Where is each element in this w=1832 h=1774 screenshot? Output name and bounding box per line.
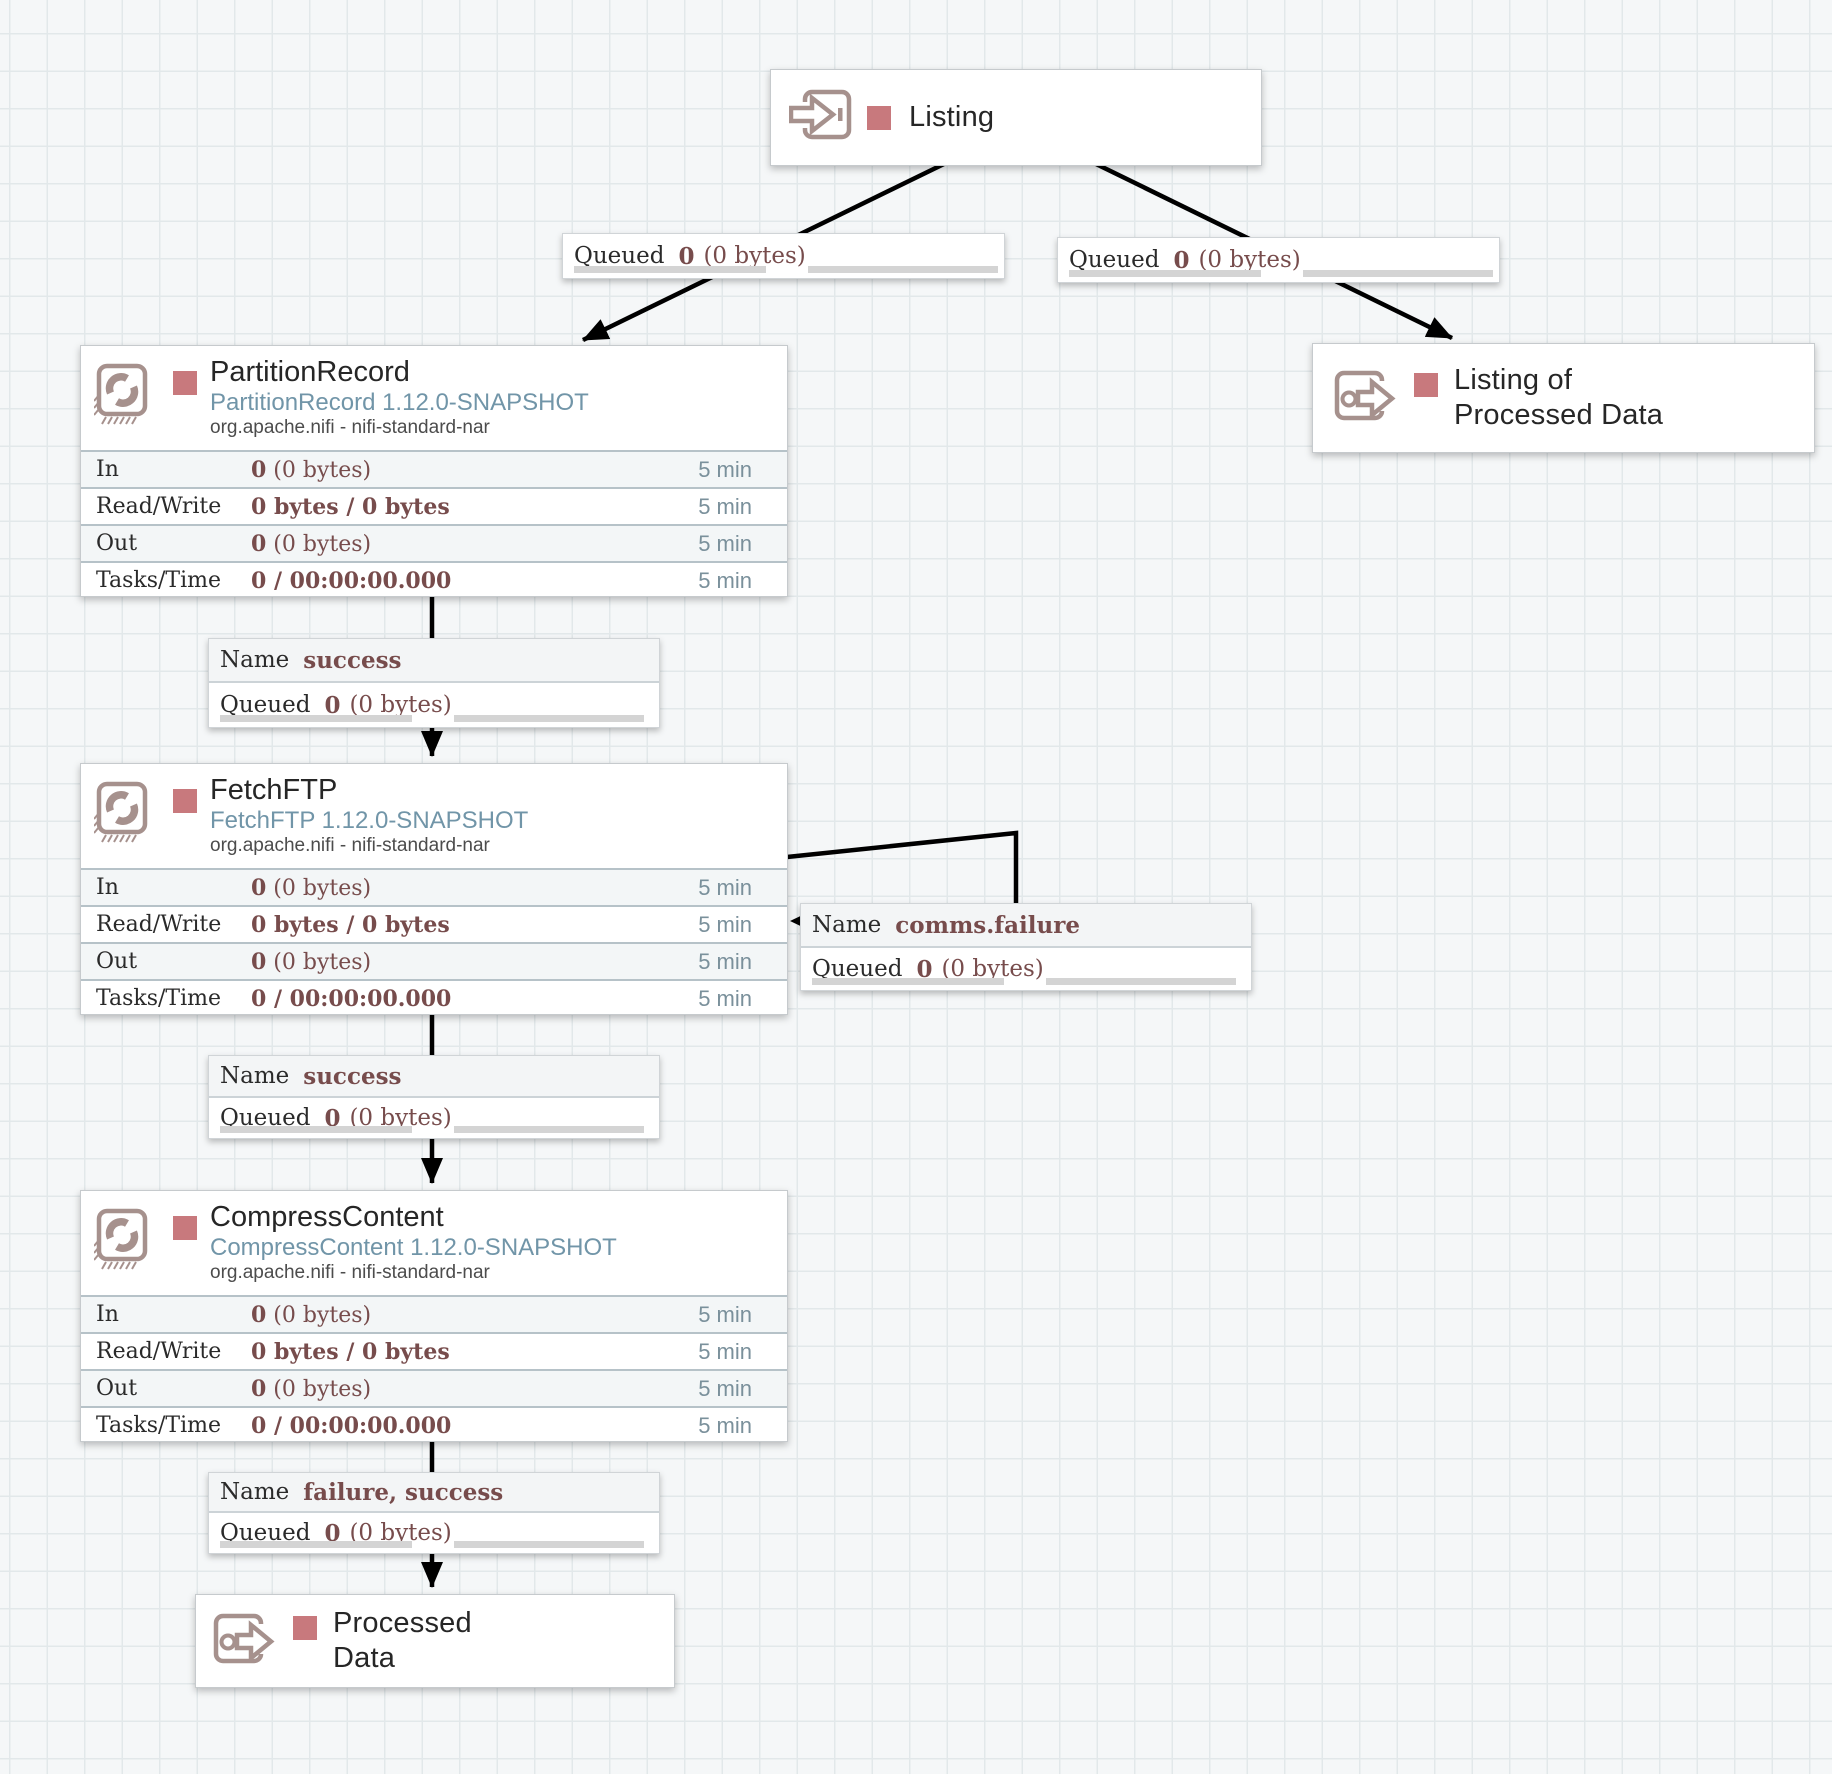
queued-count-bar <box>220 1126 412 1133</box>
stat-row-in: In 0 (0 bytes) 5 min <box>81 868 787 905</box>
stat-row-out: Out 0 (0 bytes) 5 min <box>81 942 787 979</box>
output-port-processed-data[interactable]: Processed Data <box>195 1594 675 1688</box>
relationship-name: failure, success <box>303 1478 504 1506</box>
processor-bundle: org.apache.nifi - nifi-standard-nar <box>210 835 490 856</box>
stat-row-out: Out 0 (0 bytes) 5 min <box>81 524 787 561</box>
connection-label-success-2[interactable]: Name success Queued 0 (0 bytes) <box>208 1055 660 1139</box>
queued-size: (0 bytes) <box>1198 247 1301 273</box>
stat-row-read-write: Read/Write 0 bytes / 0 bytes 5 min <box>81 1332 787 1369</box>
stopped-status-icon <box>173 1216 197 1240</box>
queued-count-bar <box>1069 270 1261 277</box>
stat-row-tasks-time: Tasks/Time 0 / 00:00:00.000 5 min <box>81 1406 787 1443</box>
processor-name: FetchFTP <box>210 774 338 806</box>
queued-label: Queued <box>812 956 903 982</box>
name-label: Name <box>220 1479 290 1505</box>
stat-row-read-write: Read/Write 0 bytes / 0 bytes 5 min <box>81 905 787 942</box>
processor-version: FetchFTP 1.12.0-SNAPSHOT <box>210 807 529 834</box>
output-port-icon <box>1334 369 1398 428</box>
stopped-status-icon <box>173 371 197 395</box>
connection-label-success-1[interactable]: Name success Queued 0 (0 bytes) <box>208 638 660 728</box>
processor-icon <box>93 1207 150 1278</box>
queued-label: Queued <box>574 243 665 269</box>
queued-count: 0 <box>916 955 933 983</box>
processor-name: CompressContent <box>210 1201 444 1233</box>
processor-partitionrecord[interactable]: PartitionRecord PartitionRecord 1.12.0-S… <box>80 345 788 597</box>
queued-size-bar <box>1046 978 1236 985</box>
connection-label-failure-success[interactable]: Name failure, success Queued 0 (0 bytes) <box>208 1472 660 1554</box>
stopped-status-icon <box>1414 373 1438 397</box>
connection-label-queued-right[interactable]: Queued 0 (0 bytes) <box>1057 237 1500 283</box>
queued-count: 0 <box>324 1519 341 1547</box>
queued-count: 0 <box>678 242 695 270</box>
port-name: Processed Data <box>333 1607 472 1674</box>
queued-label: Queued <box>220 692 311 718</box>
stat-row-tasks-time: Tasks/Time 0 / 00:00:00.000 5 min <box>81 561 787 598</box>
processor-name: PartitionRecord <box>210 356 410 388</box>
relationship-name: comms.failure <box>895 911 1080 939</box>
queued-size: (0 bytes) <box>941 956 1044 982</box>
queued-count: 0 <box>1173 246 1190 274</box>
queued-size-bar <box>1303 270 1493 277</box>
processor-compresscontent[interactable]: CompressContent CompressContent 1.12.0-S… <box>80 1190 788 1442</box>
stopped-status-icon <box>293 1616 317 1640</box>
connection-label-queued-left[interactable]: Queued 0 (0 bytes) <box>562 233 1005 279</box>
processor-bundle: org.apache.nifi - nifi-standard-nar <box>210 1262 490 1283</box>
queued-count: 0 <box>324 691 341 719</box>
relationship-name: success <box>303 1062 402 1090</box>
input-port-listing[interactable]: Listing <box>770 69 1262 166</box>
stat-row-tasks-time: Tasks/Time 0 / 00:00:00.000 5 min <box>81 979 787 1016</box>
queued-count-bar <box>812 978 1004 985</box>
processor-fetchftp[interactable]: FetchFTP FetchFTP 1.12.0-SNAPSHOT org.ap… <box>80 763 788 1015</box>
port-name: Listing <box>909 101 995 133</box>
queued-size: (0 bytes) <box>703 243 806 269</box>
connection-fetchftp-self-loop[interactable] <box>786 830 1019 904</box>
processor-icon <box>93 362 150 433</box>
port-name: Listing of Processed Data <box>1454 364 1664 431</box>
processor-version: CompressContent 1.12.0-SNAPSHOT <box>210 1234 617 1261</box>
processor-icon <box>93 780 150 851</box>
output-port-icon <box>213 1612 277 1671</box>
queued-count-bar <box>574 266 766 273</box>
queued-size-bar <box>808 266 998 273</box>
name-label: Name <box>220 1063 290 1089</box>
output-port-listing-of-processed-data[interactable]: Listing of Processed Data <box>1312 343 1815 453</box>
stat-row-out: Out 0 (0 bytes) 5 min <box>81 1369 787 1406</box>
stopped-status-icon <box>867 105 891 130</box>
processor-version: PartitionRecord 1.12.0-SNAPSHOT <box>210 389 589 416</box>
queued-size-bar <box>454 1126 644 1133</box>
name-label: Name <box>812 912 882 938</box>
stopped-status-icon <box>173 789 197 813</box>
input-port-icon <box>788 88 853 147</box>
stat-row-in: In 0 (0 bytes) 5 min <box>81 1295 787 1332</box>
stat-row-in: In 0 (0 bytes) 5 min <box>81 450 787 487</box>
queued-count-bar <box>220 1541 412 1548</box>
queued-count: 0 <box>324 1104 341 1132</box>
queued-size: (0 bytes) <box>349 692 452 718</box>
queued-size-bar <box>454 715 644 722</box>
relationship-name: success <box>303 646 402 674</box>
queued-label: Queued <box>1069 247 1160 273</box>
name-label: Name <box>220 647 290 673</box>
queued-size-bar <box>454 1541 644 1548</box>
processor-bundle: org.apache.nifi - nifi-standard-nar <box>210 417 490 438</box>
queued-count-bar <box>220 715 412 722</box>
connection-label-comms-failure[interactable]: Name comms.failure Queued 0 (0 bytes) <box>800 903 1252 991</box>
stat-row-read-write: Read/Write 0 bytes / 0 bytes 5 min <box>81 487 787 524</box>
